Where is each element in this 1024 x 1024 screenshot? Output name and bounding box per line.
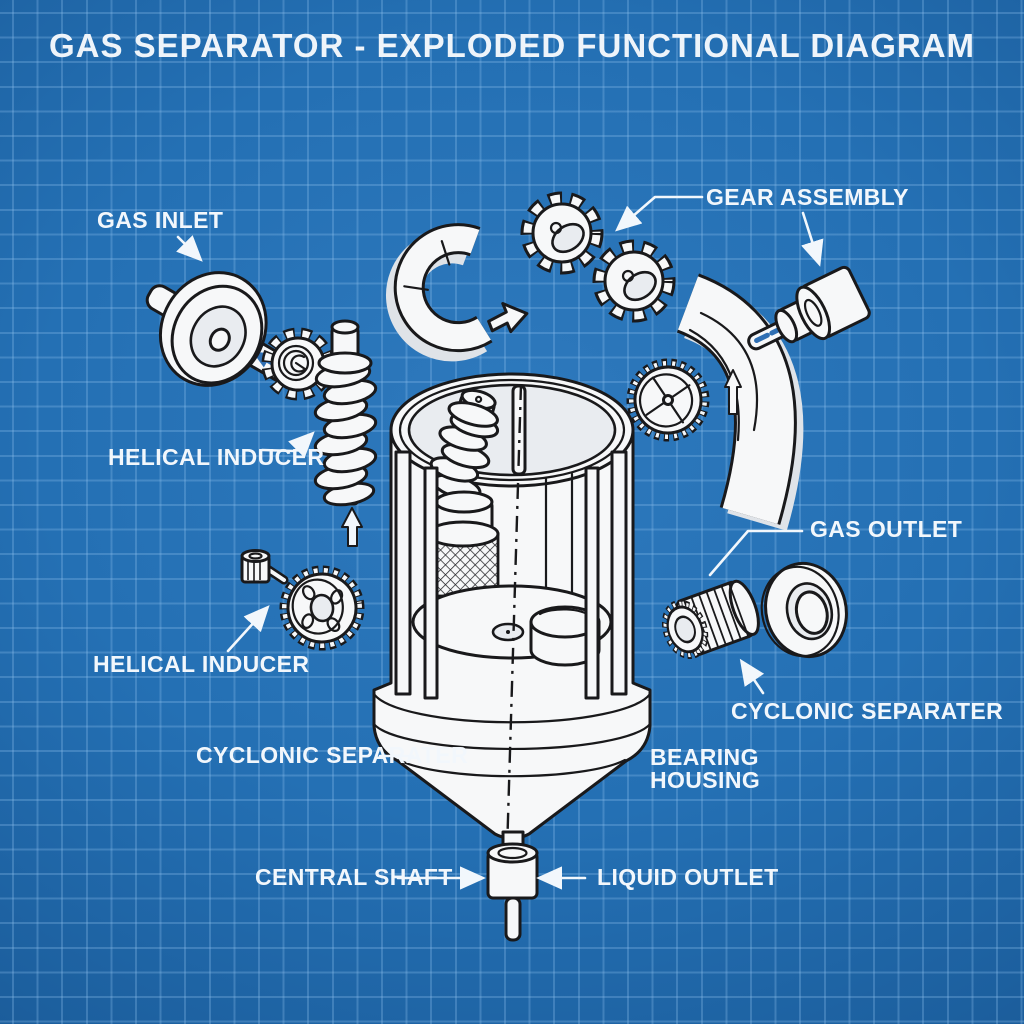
shaft-coupling-part (486, 830, 539, 942)
label-helical-inducer-lower: HELICAL INDUCER (93, 651, 310, 677)
gear-assembly-leader-right (801, 211, 824, 267)
label-cyclonic-separater-right: CYCLONIC SEPARATER (731, 698, 1004, 724)
spur-gear-rear-part (592, 239, 676, 323)
label-central-shaft: CENTRAL SHAFT (255, 864, 453, 890)
ribbed-bearing-part (661, 579, 760, 660)
gear-assembly-leader-left (615, 195, 704, 232)
inner-helical-screw-part (429, 388, 500, 500)
spoked-gear-wheel-part (626, 358, 710, 442)
label-gas-inlet: GAS INLET (97, 207, 224, 233)
flow-arrow-up-icon (341, 507, 363, 547)
label-cyclonic-separater-left: CYCLONIC SEPARATER (196, 742, 469, 768)
label-helical-inducer-upper: HELICAL INDUCER (108, 444, 325, 470)
gas-outlet-leader (708, 529, 804, 577)
label-gear-assembly: GEAR ASSEMBLY (706, 184, 909, 210)
leader-lines (176, 195, 824, 890)
casing-half-left-part (386, 223, 493, 362)
inducer-gear-part (279, 565, 365, 651)
spur-gear-front-part (520, 191, 604, 275)
seal-ring-part (760, 561, 848, 659)
helical-inducer-upper-leader (260, 431, 315, 458)
casing-panel-right-part (675, 273, 804, 531)
label-liquid-outlet: LIQUID OUTLET (597, 864, 779, 890)
separator-vessel-part (372, 372, 652, 942)
label-bearing-housing: BEARING HOUSING (650, 746, 760, 792)
helical-inducer-screw-part (313, 319, 378, 507)
label-gas-outlet: GAS OUTLET (810, 516, 963, 542)
knurled-pin-part (240, 549, 289, 585)
stepped-output-cylinder-part (747, 265, 871, 351)
page-title: GAS SEPARATOR - EXPLODED FUNCTIONAL DIAG… (48, 27, 976, 64)
label-bearing-housing-line2: HOUSING (650, 767, 761, 793)
flow-arrow-right-icon (487, 302, 529, 334)
central-dash-axis (505, 383, 523, 853)
helical-inducer-lower-leader (226, 605, 270, 653)
label-bearing-housing-line1: BEARING (650, 744, 759, 770)
gas-inlet-leader (176, 235, 203, 262)
cyclonic-separater-right-leader (739, 658, 765, 695)
